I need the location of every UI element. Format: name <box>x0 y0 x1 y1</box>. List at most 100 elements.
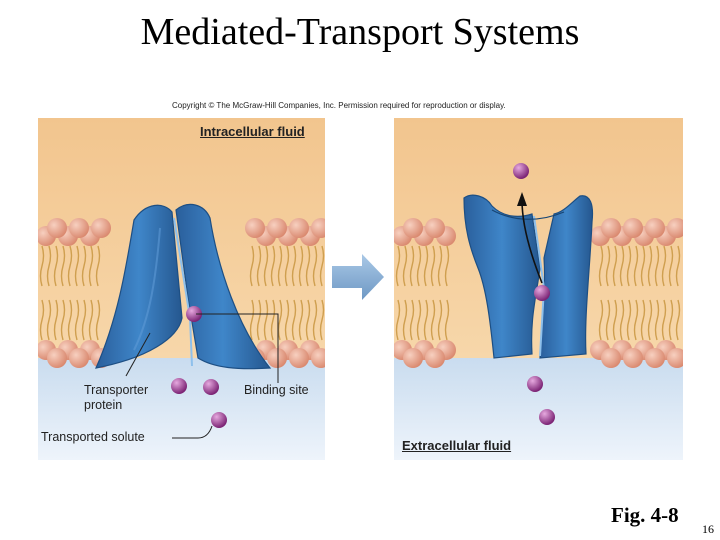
solute-in-channel <box>534 285 550 301</box>
lipid-tail <box>444 299 450 341</box>
lipid-heads-top <box>394 218 683 246</box>
lipid-tail <box>67 245 73 287</box>
lipid-tail <box>81 245 87 287</box>
slide-title: Mediated-Transport Systems <box>140 11 580 53</box>
lipid-tail <box>612 299 618 341</box>
lipid-head <box>601 218 621 238</box>
lipid-heads-bottom <box>394 340 683 368</box>
lipid-tail <box>430 299 436 341</box>
left-panel-membrane: Intracellular fluid Transporter protein … <box>38 118 325 460</box>
solute-1 <box>171 378 187 394</box>
lipid-head <box>623 348 643 368</box>
transported-solute-label: Transported solute <box>41 430 145 444</box>
lipid-tail <box>46 299 52 341</box>
lipid-tail <box>53 245 59 287</box>
solute-3 <box>211 412 227 428</box>
lipid-tail <box>626 245 632 287</box>
lipid-tail <box>423 299 429 341</box>
lipid-tail <box>409 245 415 287</box>
extracellular-region <box>394 358 683 460</box>
lipid-tail <box>67 299 73 341</box>
lipid-tail <box>305 245 311 287</box>
lipid-head <box>425 218 445 238</box>
lipid-tail <box>298 299 304 341</box>
lipid-tail <box>437 299 443 341</box>
lipid-tail <box>256 299 262 341</box>
lipid-tail <box>633 299 639 341</box>
lipid-tails <box>39 245 325 341</box>
lipid-tail <box>661 245 667 287</box>
lipid-tail <box>437 245 443 287</box>
lipid-tail <box>654 245 660 287</box>
lipid-head <box>601 348 621 368</box>
lipid-tail <box>423 245 429 287</box>
lipid-tail <box>305 299 311 341</box>
lipid-tail <box>598 245 604 287</box>
lipid-head <box>69 218 89 238</box>
lipid-head <box>403 218 423 238</box>
lipid-tail <box>640 299 646 341</box>
lipid-head <box>623 218 643 238</box>
lipid-tail <box>277 245 283 287</box>
lipid-tail <box>430 245 436 287</box>
solute-released <box>513 163 529 179</box>
lipid-head <box>425 348 445 368</box>
solute-2 <box>203 379 219 395</box>
lipid-heads-top <box>38 218 325 246</box>
lipid-tail <box>395 299 401 341</box>
lipid-tails <box>395 245 681 341</box>
lipid-tail <box>647 245 653 287</box>
lipid-head <box>311 348 325 368</box>
lipid-tail <box>81 299 87 341</box>
solute-leader <box>172 425 213 439</box>
left-membrane-diagram <box>38 118 325 460</box>
transporter-protein-open <box>463 194 594 359</box>
extracellular-label: Extracellular fluid <box>402 438 512 453</box>
lipid-head <box>667 348 683 368</box>
lipid-tail <box>647 299 653 341</box>
transport-arrowhead <box>517 192 527 206</box>
lipid-tail <box>88 245 94 287</box>
transporter-label-line1: Transporter <box>84 383 149 397</box>
lipid-head <box>645 348 665 368</box>
lipid-head <box>47 218 67 238</box>
lipid-tail <box>416 299 422 341</box>
lipid-tail <box>312 299 318 341</box>
lipid-tail <box>668 299 674 341</box>
lipid-tail <box>402 245 408 287</box>
lipid-head <box>267 348 287 368</box>
lipid-tail <box>619 245 625 287</box>
lipid-tail <box>605 299 611 341</box>
transporter-leader <box>125 332 151 377</box>
lipid-tail <box>53 299 59 341</box>
lipid-tail <box>312 245 318 287</box>
lipid-tail <box>291 299 297 341</box>
lipid-head <box>289 218 309 238</box>
lipid-tail <box>74 245 80 287</box>
lipid-tail <box>619 299 625 341</box>
lipid-tail <box>640 245 646 287</box>
lipid-tail <box>60 299 66 341</box>
lipid-tail <box>605 245 611 287</box>
page-number: 16 <box>702 522 714 536</box>
lipid-tail <box>291 245 297 287</box>
lipid-tail <box>74 299 80 341</box>
lipid-tail <box>416 245 422 287</box>
lipid-tail <box>612 245 618 287</box>
lipid-tail <box>402 299 408 341</box>
lipid-tail <box>46 245 52 287</box>
lipid-tail <box>661 299 667 341</box>
transport-path-arrow <box>521 199 543 284</box>
solute-4 <box>527 376 543 392</box>
lipid-head <box>47 348 67 368</box>
lipid-tail <box>444 245 450 287</box>
solute-bound <box>186 306 202 322</box>
lipid-tail <box>270 299 276 341</box>
lipid-tail <box>675 299 681 341</box>
lipid-head <box>311 218 325 238</box>
right-arrow-icon <box>332 254 384 300</box>
lipid-tail <box>654 299 660 341</box>
right-panel-membrane: Extracellular fluid <box>394 118 683 460</box>
lipid-tail <box>409 299 415 341</box>
lipid-tail <box>626 299 632 341</box>
